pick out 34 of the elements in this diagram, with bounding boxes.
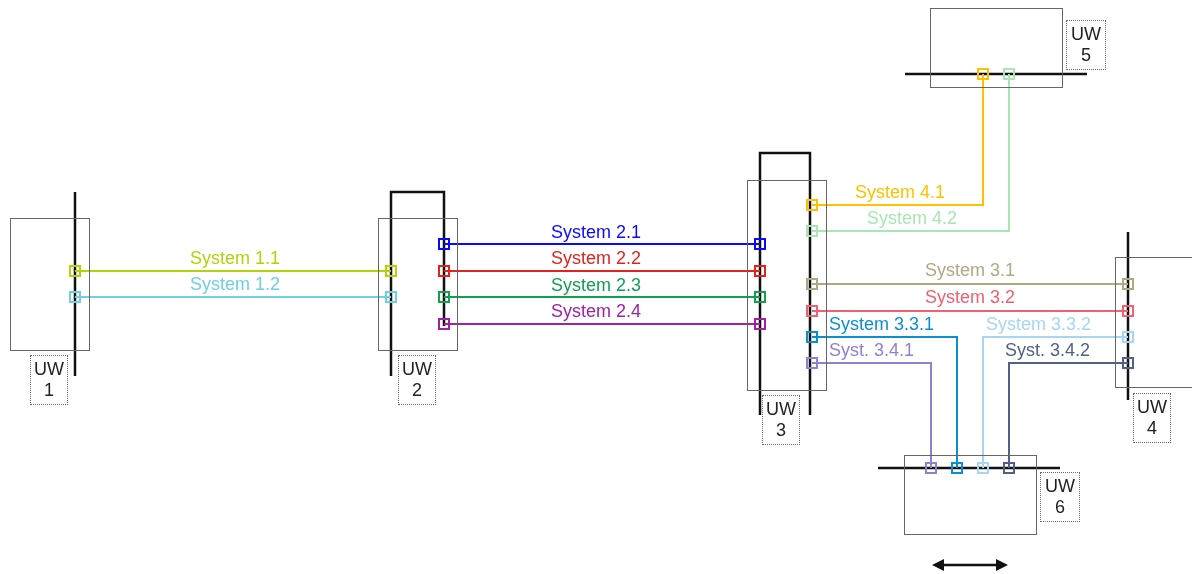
edge-label: System 4.1 xyxy=(854,182,947,202)
substation-label: UW 4 xyxy=(1133,393,1171,443)
substation-label: UW 1 xyxy=(30,355,68,405)
connection-line xyxy=(438,291,766,303)
connection-line xyxy=(806,278,1134,290)
connection-line xyxy=(806,331,963,474)
substation-label: UW 3 xyxy=(762,395,800,445)
edge-label: System 3.3.1 xyxy=(828,314,936,334)
connection-line xyxy=(806,305,1134,317)
substation-label: UW 6 xyxy=(1040,472,1080,522)
connection-line xyxy=(806,68,989,211)
edge-label: System 1.1 xyxy=(189,248,282,268)
edge-label: System 3.2 xyxy=(924,287,1017,307)
edge-label: System 2.3 xyxy=(550,275,643,295)
edge-label: Syst. 3.4.1 xyxy=(828,340,916,360)
edge-label: Syst. 3.4.2 xyxy=(1004,340,1092,360)
connection-line xyxy=(438,238,766,250)
connection-line xyxy=(438,265,766,277)
connection-line xyxy=(806,357,937,474)
edge-label: System 2.4 xyxy=(550,301,643,321)
substation-label: UW 2 xyxy=(398,355,436,405)
edge-label: System 3.1 xyxy=(924,260,1017,280)
connection-line xyxy=(438,318,766,330)
connection-line xyxy=(806,68,1015,237)
edge-label: System 3.3.2 xyxy=(985,314,1093,334)
connection-line xyxy=(977,331,1134,474)
connection-line xyxy=(69,291,397,303)
connection-line xyxy=(69,265,397,277)
connection-line xyxy=(1003,357,1134,474)
edge-label: System 2.2 xyxy=(550,248,643,268)
edge-label: System 2.1 xyxy=(550,222,643,242)
substation-label: UW 5 xyxy=(1066,20,1106,70)
edge-label: System 1.2 xyxy=(189,274,282,294)
edge-label: System 4.2 xyxy=(866,208,959,228)
